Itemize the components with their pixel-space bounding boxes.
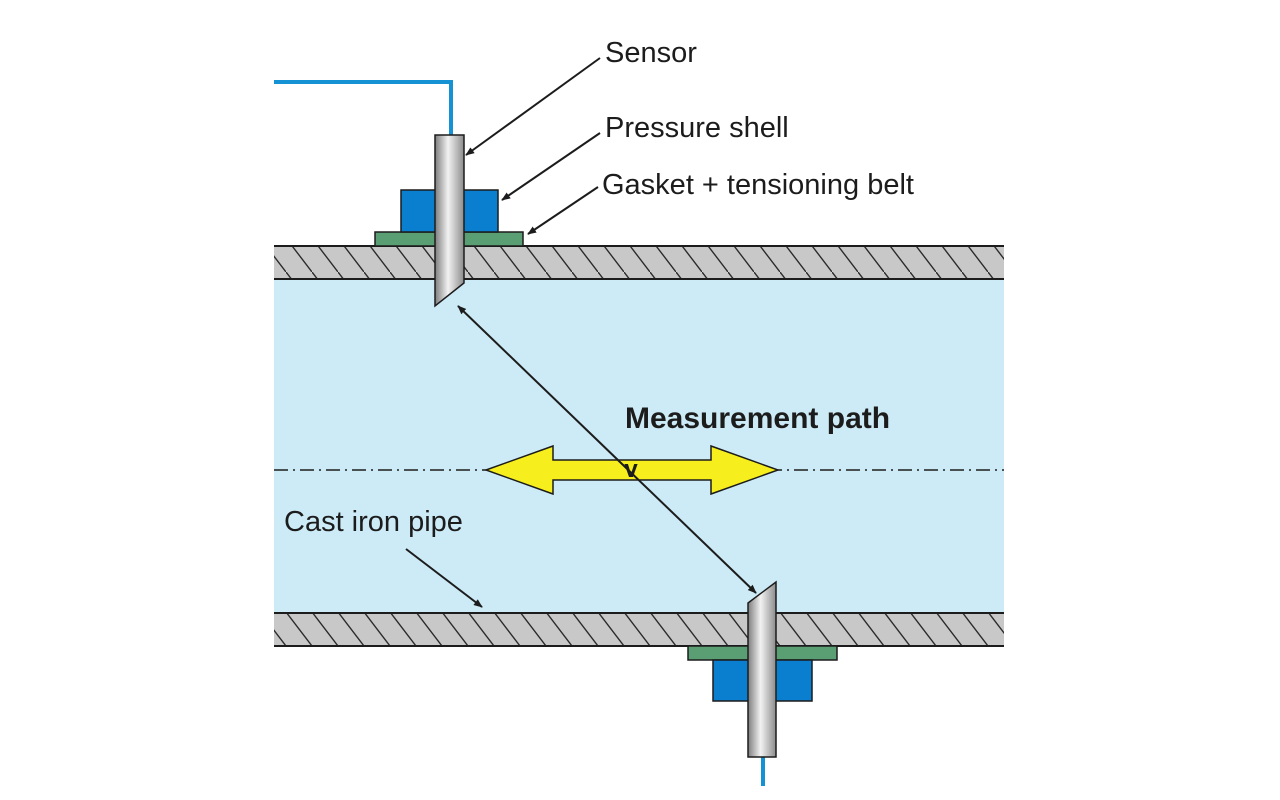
pipe-label: Cast iron pipe (284, 506, 463, 538)
pipe-wall-bottom (274, 612, 1004, 647)
pressure-shell-leader-arrow (501, 132, 601, 201)
bottom-sensor-rod (747, 580, 777, 758)
top-sensor-cable (274, 80, 453, 140)
measurement-path-label: Measurement path (625, 402, 890, 435)
measurement-path-line (457, 305, 757, 594)
bottom-sensor-assembly (687, 580, 838, 786)
top-sensor-rod (434, 134, 465, 308)
sensor-label: Sensor (605, 37, 697, 69)
sensor-leader-arrow (465, 57, 601, 156)
gasket-leader-arrow (527, 186, 599, 235)
top-sensor-assembly (274, 80, 524, 308)
gasket-label: Gasket + tensioning belt (602, 169, 914, 201)
pipe-leader-arrow (405, 548, 483, 608)
fluid-region (274, 279, 1004, 613)
pressure-shell-label: Pressure shell (605, 112, 789, 144)
pipe-wall-top (274, 245, 1004, 280)
